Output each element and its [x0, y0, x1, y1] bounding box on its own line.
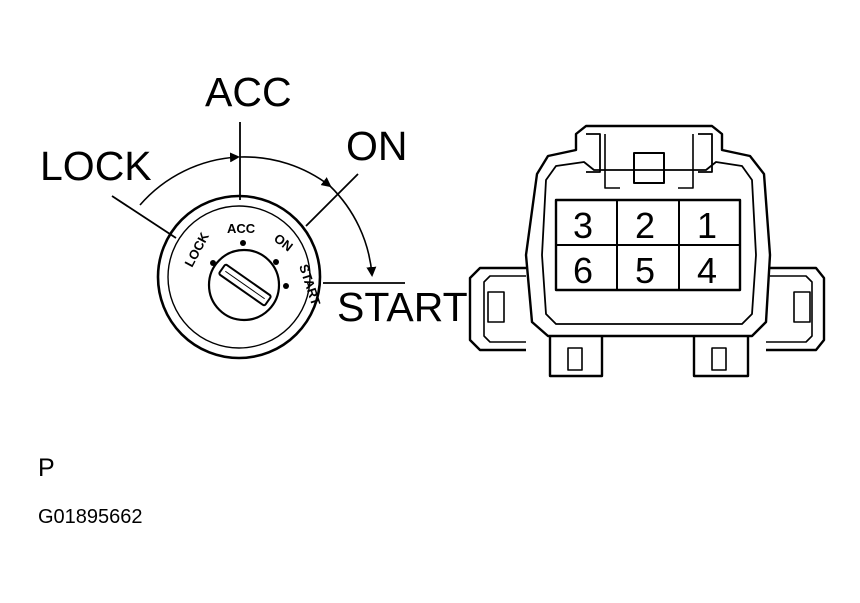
rotation-arc-start [329, 185, 377, 277]
lock-leader-line [111, 195, 177, 239]
connector-inner-housing [541, 161, 757, 325]
pin-grid [554, 198, 742, 292]
connector-foot-right [692, 336, 750, 378]
key-slot [218, 263, 272, 307]
rotation-arc [139, 152, 240, 206]
pin-5: 5 [635, 250, 655, 291]
view-code-label: P [38, 454, 55, 482]
pin-4: 4 [697, 250, 717, 291]
mounting-ear-left-inner [483, 275, 526, 343]
rotation-arc-right [239, 156, 332, 188]
on-detent-dot [273, 259, 279, 265]
callout-acc: ACC [205, 69, 292, 115]
latch-tab-left [586, 133, 601, 173]
pin-6: 6 [573, 250, 593, 291]
latch-tab-right [698, 133, 713, 173]
callout-on: ON [346, 123, 408, 169]
pin-1: 1 [697, 205, 717, 246]
start-detent-dot [283, 283, 289, 289]
acc-detent-dot [240, 240, 246, 246]
ring-label-acc: ACC [227, 221, 256, 236]
key-cylinder [207, 248, 281, 322]
pin-3: 3 [573, 205, 593, 246]
mounting-ear-right-slot [793, 291, 811, 323]
switch-outer-ring [156, 194, 322, 360]
connector [468, 124, 826, 378]
connector-foot-left [548, 336, 604, 378]
figure-id-label: G01895662 [38, 506, 143, 528]
ring-label-on: ON [271, 231, 296, 255]
mounting-ear-left [468, 266, 526, 352]
mounting-ear-right-inner [766, 275, 813, 343]
pin-2: 2 [635, 205, 655, 246]
connector-foot-right-slot [711, 347, 727, 371]
ignition-switch [111, 122, 405, 360]
callout-start: START [337, 284, 468, 330]
switch-inner-ring [167, 205, 311, 349]
latch-lines [604, 134, 694, 189]
ring-label-lock: LOCK [181, 229, 212, 269]
mounting-ear-left-slot [487, 291, 505, 323]
on-leader-line [305, 173, 359, 227]
connector-foot-left-slot [567, 347, 583, 371]
latch-window [633, 152, 665, 184]
callout-lock: LOCK [40, 143, 152, 189]
connector-outer-housing [524, 124, 772, 338]
mounting-ear-right [766, 266, 826, 352]
